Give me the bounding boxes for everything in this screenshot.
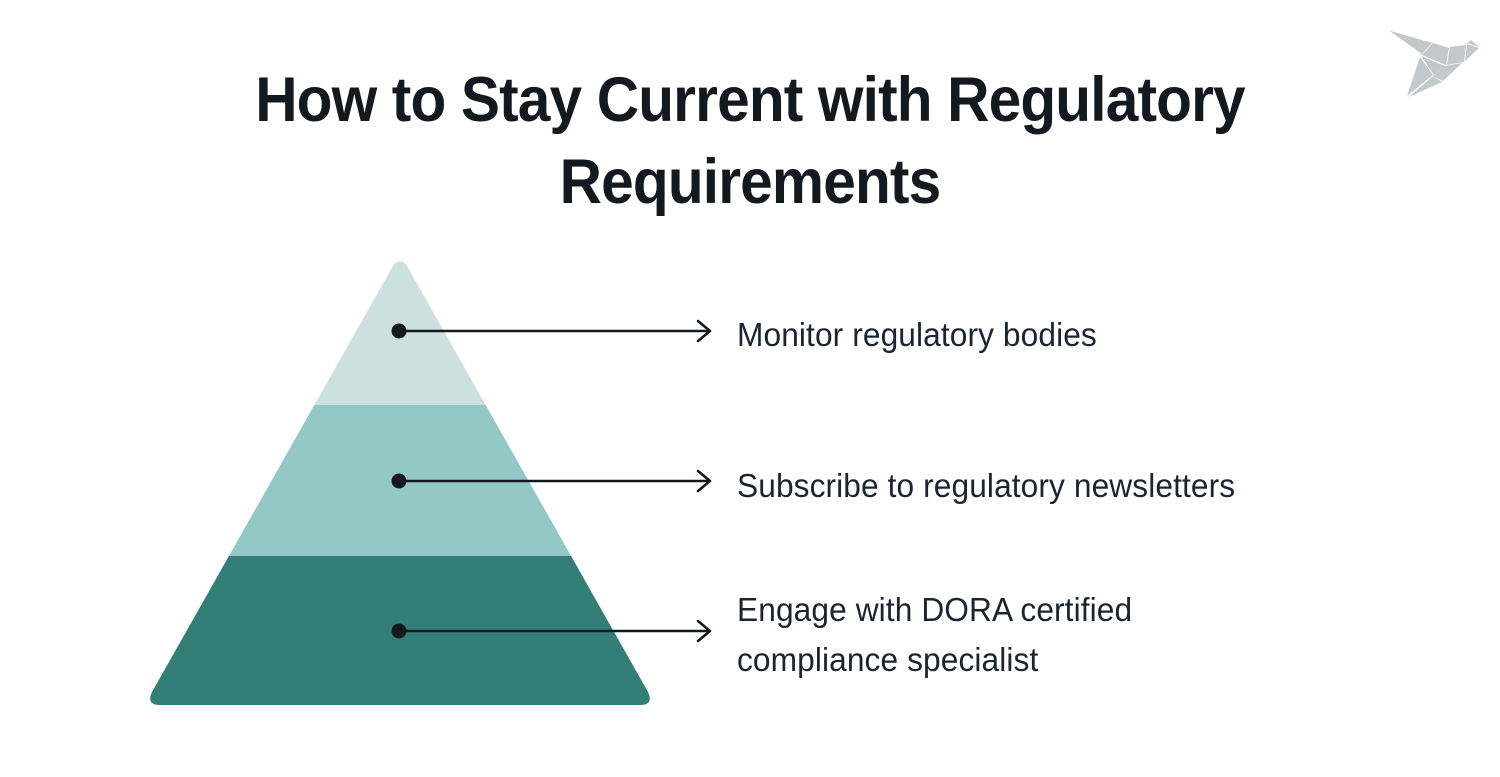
page-title: How to Stay Current with Regulatory Requ… [255, 65, 1245, 217]
origami-bird-logo [1386, 18, 1490, 100]
pyramid-level-label-1: Monitor regulatory bodies [737, 316, 1097, 353]
pyramid-diagram [140, 255, 665, 715]
pyramid-level-label-2: Subscribe to regulatory newsletters [737, 467, 1236, 504]
pyramid-level-label-3: Engage with DORA certified compliance sp… [737, 591, 1133, 679]
